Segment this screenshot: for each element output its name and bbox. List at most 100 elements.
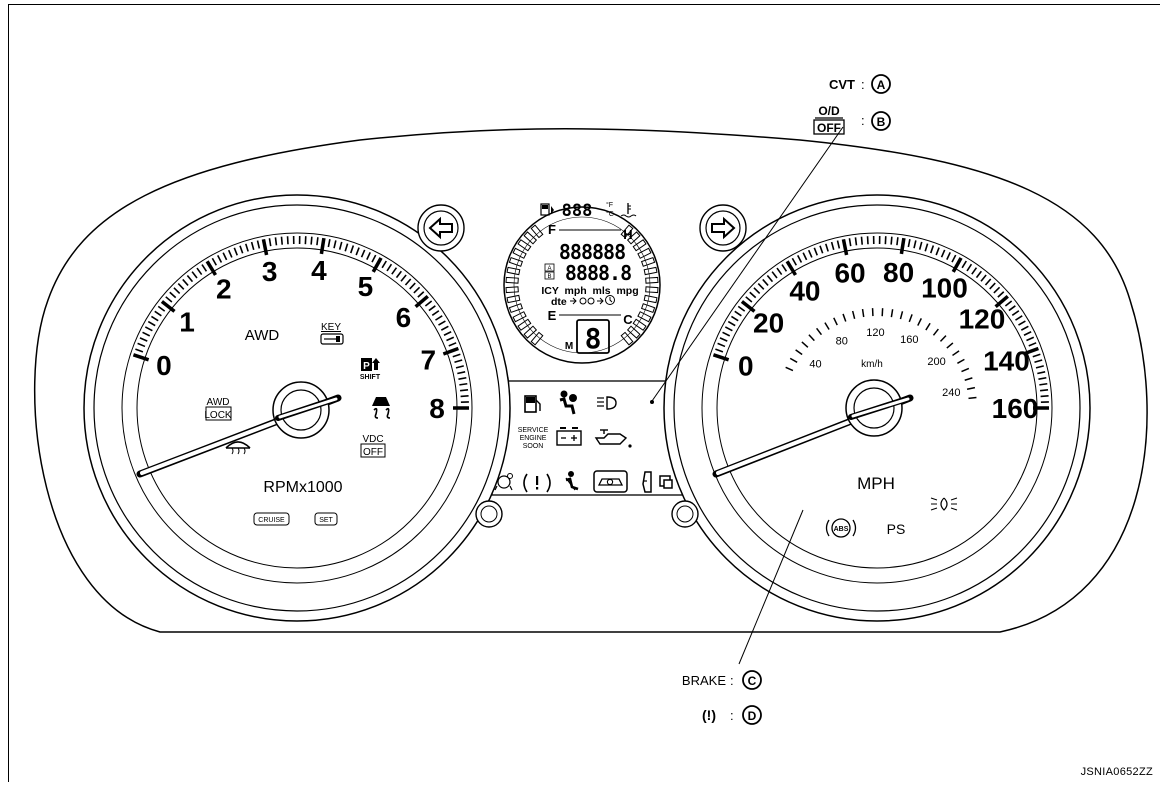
minor-tick [349, 245, 355, 254]
minor-tick [355, 247, 360, 256]
minor-tick [455, 365, 464, 369]
minor-tick [458, 376, 467, 380]
minor-tick [1040, 395, 1049, 398]
minor-tick [386, 263, 393, 272]
gauge-segment [508, 256, 524, 267]
minor-tick [724, 326, 733, 332]
minor-tick [860, 236, 864, 245]
gauge-segment [508, 303, 524, 314]
minor-tick [971, 267, 978, 275]
kmh-tick [801, 341, 809, 348]
manual-mode-label: M [565, 341, 573, 352]
multi-display: 888 °F °C F H 888888 A B 8888.8 ICY mph … [503, 201, 661, 364]
gauge-segment [626, 231, 641, 245]
minor-tick [1020, 325, 1029, 331]
gauge-segment [530, 331, 544, 346]
kmh-tick [964, 377, 973, 381]
minor-tick [457, 371, 466, 375]
gauge-segment [620, 331, 634, 346]
minor-tick [1039, 382, 1048, 386]
fuel-empty-label: E [548, 308, 557, 323]
minor-tick [274, 237, 278, 246]
minor-tick [431, 310, 440, 316]
temp-gauge-segments [620, 224, 659, 346]
fuel-full-label: F [548, 222, 556, 237]
minor-tick [890, 236, 893, 245]
cluster-housing [34, 128, 1148, 633]
minor-tick [966, 263, 973, 272]
minor-tick [1011, 310, 1020, 316]
kmh-tick [925, 322, 931, 331]
minor-tick [366, 252, 371, 260]
callout-c-label: BRAKE [682, 673, 726, 688]
minor-tick [734, 310, 742, 317]
minor-tick [1026, 336, 1035, 342]
mph-number: 40 [789, 275, 820, 306]
minor-tick [802, 252, 808, 261]
minor-tick [182, 278, 189, 286]
minor-tick [854, 237, 858, 246]
minor-tick [913, 240, 917, 249]
tach-scale-ticks [132, 236, 469, 410]
major-tick [205, 260, 217, 276]
minor-tick [825, 243, 829, 252]
minor-tick [745, 296, 753, 303]
minor-tick [807, 249, 813, 258]
minor-tick [997, 291, 1005, 298]
gauge-segment [512, 247, 527, 259]
coolant-temp-icon [620, 203, 637, 218]
callout-b-label-top: O/D [818, 104, 840, 118]
minor-tick [1037, 371, 1046, 375]
callout-d-label: (!) [702, 707, 716, 723]
minor-tick [250, 241, 255, 251]
minor-tick [268, 238, 272, 247]
minor-tick [989, 282, 996, 290]
mph-number: 60 [834, 258, 865, 289]
minor-tick [830, 241, 835, 251]
minor-tick [173, 287, 181, 294]
minor-tick [460, 395, 469, 398]
mph-number: 140 [983, 345, 1030, 376]
minor-tick [730, 315, 739, 322]
svg-text:°F: °F [606, 201, 613, 209]
kmh-number: 120 [866, 327, 884, 339]
minor-tick [946, 252, 951, 260]
minor-tick [1004, 300, 1013, 307]
major-tick [442, 346, 459, 356]
minor-tick [142, 331, 151, 337]
right-reset-knob [671, 500, 699, 528]
major-tick [740, 300, 756, 313]
gauge-segment [632, 239, 647, 252]
gauge-segment [626, 325, 641, 339]
kmh-tick [842, 313, 847, 322]
left-reset-knob [475, 500, 503, 528]
awd-lock-top: AWD [207, 397, 230, 408]
minor-tick [400, 274, 407, 282]
minor-tick [727, 320, 736, 327]
speed-unit-label: MPH [857, 474, 895, 493]
minor-tick [338, 241, 343, 250]
minor-tick [395, 270, 402, 279]
minor-tick [951, 254, 957, 263]
minor-tick [1023, 331, 1032, 336]
dte-label: dte [551, 296, 567, 308]
minor-tick [144, 326, 153, 332]
minor-tick [438, 320, 446, 326]
tach-number: 3 [262, 256, 278, 287]
kmh-tick [908, 314, 913, 323]
tach-number: 2 [216, 274, 232, 305]
kmh-tick [795, 349, 803, 356]
mph-number: 20 [753, 308, 784, 339]
kmh-tick [961, 367, 970, 373]
low-fuel-warning-icon [524, 395, 541, 413]
kmh-tick [824, 322, 830, 330]
minor-tick [907, 239, 911, 248]
minor-tick [435, 315, 443, 321]
gauge-segment [640, 303, 656, 314]
kmh-tick [851, 310, 856, 319]
callout-b: O/D OFF : B [813, 104, 891, 135]
leader-line-ab [651, 126, 844, 402]
mph-number: 100 [921, 273, 968, 304]
